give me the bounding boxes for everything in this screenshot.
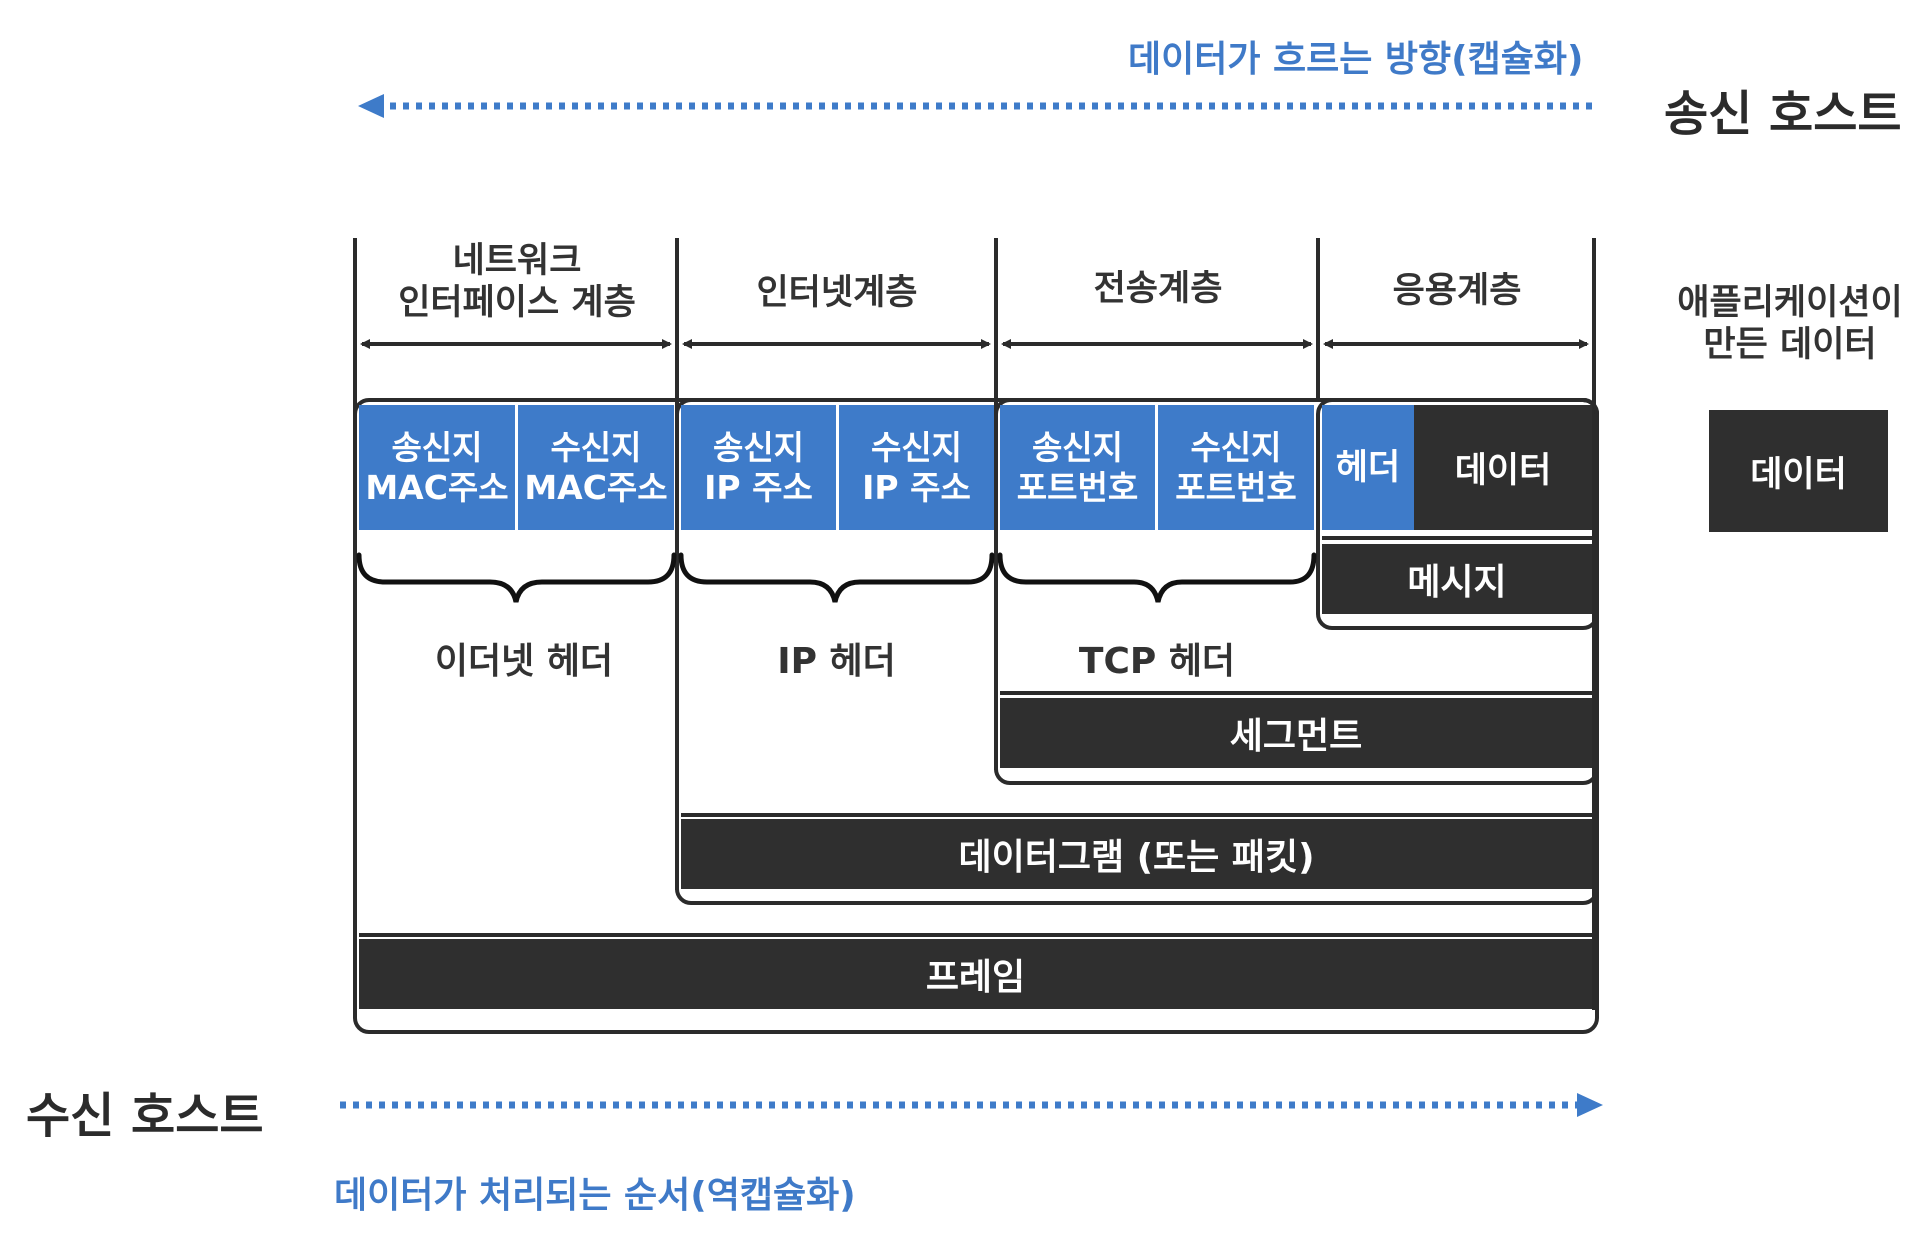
src-port-line2: 포트번호 [1016,467,1139,507]
ethernet-header-label: 이더넷 헤더 [434,641,614,682]
encapsulation-note: 데이터가 흐르는 방향(캡슐화) [1128,39,1584,80]
layer-internet: 인터넷계층 [756,273,918,313]
dst-port-line1: 수신지 [1190,427,1282,467]
dst-mac-line1: 수신지 [550,427,642,467]
frame-band: 프레임 [359,939,1592,1009]
message-band: 메시지 [1322,544,1592,614]
ip-header-label: IP 헤더 [777,641,896,682]
header-braces [356,552,1317,603]
dst-mac-line2: MAC주소 [524,467,668,507]
tcp-header-label: TCP 헤더 [1078,641,1236,682]
layer-network-interface-line2: 인터페이스 계층 [398,283,636,323]
datagram-band: 데이터그램 (또는 패킷) [681,819,1592,889]
src-mac-line2: MAC주소 [365,467,509,507]
src-ip-line2: IP 주소 [704,467,813,507]
src-ip-line1: 송신지 [712,427,805,467]
src-mac-line1: 송신지 [391,427,483,467]
app-header-cell: 헤더 [1322,405,1414,530]
app-data-caption: 애플리케이션이 만든 데이터 [1660,282,1920,366]
src-port-line1: 송신지 [1031,427,1124,467]
layer-dividers [353,238,1596,1010]
encapsulation-arrow [358,94,1592,118]
dst-port-line2: 포트번호 [1175,467,1297,507]
app-data-caption-line1: 애플리케이션이 [1677,283,1903,323]
segment-band: 세그먼트 [1000,698,1592,768]
app-data-cell: 데이터 [1414,405,1592,530]
sender-host-label: 송신 호스트 [1664,86,1902,142]
layer-network-interface-line1: 네트워크 [452,241,582,281]
receiver-host-label: 수신 호스트 [26,1088,264,1144]
dst-ip-line1: 수신지 [870,427,963,467]
layer-network-interface: 네트워크 인터페이스 계층 [360,240,674,324]
decapsulation-note: 데이터가 처리되는 순서(역캡슐화) [334,1175,856,1216]
layer-application: 응용계층 [1392,271,1522,311]
app-data-box: 데이터 [1709,410,1888,532]
dst-ip-line2: IP 주소 [862,467,971,507]
unit-outlines [353,398,1599,1034]
decapsulation-arrow [340,1093,1603,1117]
app-data-caption-line2: 만든 데이터 [1703,325,1877,365]
layer-transport: 전송계층 [1093,269,1223,309]
